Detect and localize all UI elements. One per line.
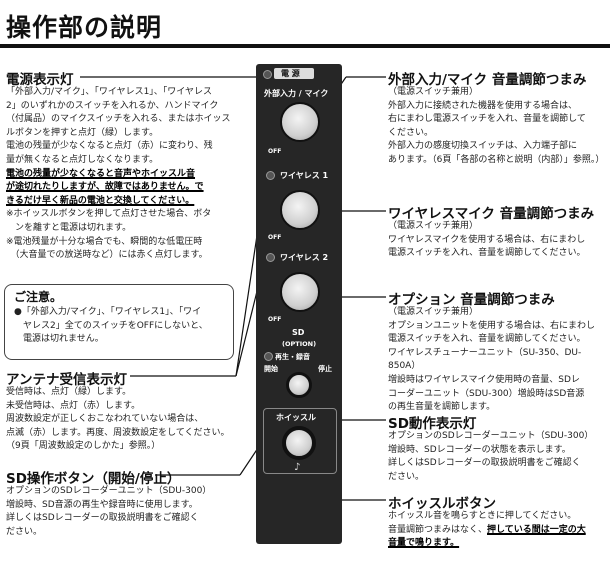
sd-lamp-line: 詳しくはSDレコーダーの取扱説明書をご確認く bbox=[388, 458, 581, 469]
sd-label: SD bbox=[292, 328, 305, 337]
wireless-knob-heading: ワイヤレスマイク 音量調節つまみ bbox=[388, 206, 595, 222]
option-knob-line: 電源スイッチを入れ、音量を調節してください。 bbox=[388, 334, 586, 345]
wireless2-antenna-lamp bbox=[266, 253, 275, 262]
whistle-icon: ♪ bbox=[294, 462, 301, 473]
power-lamp-heading: 電源表示灯 bbox=[6, 72, 74, 88]
whistle-text: 音量調節つまみはなく、 bbox=[388, 524, 488, 535]
option-knob-line: オプションユニットを使用する場合は、右にまわし bbox=[388, 320, 596, 331]
option-volume-knob[interactable] bbox=[280, 272, 320, 312]
sd-lamp-line: ださい。 bbox=[388, 471, 425, 482]
caution-title: ご注意。 bbox=[14, 290, 63, 304]
start-label: 開始 bbox=[264, 365, 278, 373]
power-lamp-note: ※電池残量が十分な場合でも、瞬間的な低電圧時 bbox=[6, 236, 203, 247]
power-label-text: 電 源 bbox=[281, 69, 300, 78]
sd-button-line: ださい。 bbox=[6, 526, 43, 537]
external-knob-heading: 外部入力/マイク 音量調節つまみ bbox=[388, 72, 587, 88]
whistle-button-heading: ホイッスルボタン bbox=[388, 496, 496, 512]
wireless-knob-line: （電源スイッチ兼用） bbox=[388, 221, 479, 231]
wireless1-label: ワイヤレス 1 bbox=[280, 171, 329, 180]
sd-lamp-line: オプションのSDレコーダーユニット（SDU-300） bbox=[388, 431, 594, 441]
whistle-emphasis: 音量で鳴ります。 bbox=[388, 538, 460, 549]
power-lamp-note: ンを離すと電源は切れます。 bbox=[6, 222, 132, 233]
external-knob-line: 外部入力に接続された機器を使用する場合は、 bbox=[388, 100, 578, 111]
sd-lamp-line: 増設時、SDレコーダーの状態を表示します。 bbox=[388, 444, 571, 455]
caution-line: ヤレス2」全てのスイッチをOFFにしないと、 bbox=[14, 320, 208, 331]
power-lamp-description: 「外部入力/マイク」、「ワイヤレス1」、「ワイヤレス 2」のいずれかのスイッチを… bbox=[6, 86, 254, 263]
wireless-volume-knob[interactable] bbox=[280, 190, 320, 230]
whistle-line: ホイッスル音を鳴らすときに押してください。 bbox=[388, 511, 577, 521]
wireless-knob-description: （電源スイッチ兼用） ワイヤレスマイクを使用する場合は、右にまわし 電源スイッチ… bbox=[388, 220, 608, 261]
power-lamp-note: （大音量での放送時など）には赤く点灯します。 bbox=[6, 250, 208, 261]
caution-line: ●「外部入力/マイク」、「ワイヤレス1」、「ワイ bbox=[14, 307, 202, 317]
off-label-3: OFF bbox=[268, 316, 282, 323]
antenna-line: 未受信時は、点灯（赤）します。 bbox=[6, 400, 141, 411]
stop-label: 停止 bbox=[318, 365, 332, 373]
whistle-emphasis: 押している間は一定の大 bbox=[487, 524, 586, 535]
sd-button-line: 詳しくはSDレコーダーの取扱説明書をご確認く bbox=[6, 513, 199, 524]
power-lamp-line: 2」のいずれかのスイッチを入れるか、ハンドマイク bbox=[6, 100, 219, 111]
antenna-line: 周波数設定が正しくおこなわれていない場合は、 bbox=[6, 414, 204, 425]
external-knob-description: （電源スイッチ兼用） 外部入力に接続された機器を使用する場合は、 右にまわし電源… bbox=[388, 86, 608, 168]
antenna-line: 点滅（赤）します。再度、周波数設定をしてください。 bbox=[6, 427, 230, 438]
power-lamp-warning: きるだけ早く新品の電池と交換してください。 bbox=[6, 195, 195, 206]
antenna-line: （9頁「周波数設定のしかた」参照。） bbox=[6, 441, 161, 452]
play-rec-label: 再生・録音 bbox=[275, 353, 310, 361]
option-knob-line: の再生音量を調節します。 bbox=[388, 402, 496, 413]
wireless-knob-line: 電源スイッチを入れ、音量を調節してください。 bbox=[388, 248, 586, 259]
antenna-line: 受信時は、点灯（緑）します。 bbox=[6, 387, 132, 397]
power-lamp-note: ※ホイッスルボタンを押して点灯させた場合、ボタ bbox=[6, 209, 212, 220]
sd-lamp-heading: SD動作表示灯 bbox=[388, 416, 477, 432]
power-lamp-warning: 電池の残量が少なくなると音声やホイッスル音 bbox=[6, 168, 196, 179]
sd-start-stop-button[interactable] bbox=[286, 372, 312, 398]
power-lamp-line: 電池の残量が少なくなると点灯（赤）に変わり、残 bbox=[6, 141, 213, 152]
external-knob-line: ください。 bbox=[388, 127, 434, 138]
off-label-1: OFF bbox=[268, 148, 282, 155]
power-label bbox=[274, 68, 314, 79]
external-knob-line: （電源スイッチ兼用） bbox=[388, 87, 479, 97]
external-knob-line: 外部入力の感度切換スイッチは、入力端子部に bbox=[388, 141, 578, 152]
option-knob-heading: オプション 音量調節つまみ bbox=[388, 292, 555, 308]
whistle-frame bbox=[263, 408, 337, 474]
title-rule bbox=[0, 44, 610, 48]
external-input-label: 外部入力 / マイク bbox=[264, 89, 329, 98]
sd-button-line: 増設時、SD音源の再生や録音時に使用します。 bbox=[6, 499, 198, 510]
page-title: 操作部の説明 bbox=[6, 13, 163, 42]
option-knob-line: （電源スイッチ兼用） bbox=[388, 307, 479, 317]
caution-line: 電源は切れません。 bbox=[14, 334, 104, 345]
sd-lamp-description: オプションのSDレコーダーユニット（SDU-300） 増設時、SDレコーダーの状… bbox=[388, 430, 608, 484]
external-knob-line: あります。（6頁「各部の名称と説明（内部）」参照。） bbox=[388, 154, 605, 165]
caution-text: ●「外部入力/マイク」、「ワイヤレス1」、「ワイ ヤレス2」全てのスイッチをOF… bbox=[14, 306, 228, 347]
off-label-2: OFF bbox=[268, 234, 282, 241]
option-knob-line: コーダーユニット（SDU-300）増設時はSD音源 bbox=[388, 388, 585, 399]
sd-button-heading: SD操作ボタン（開始/停止） bbox=[6, 471, 181, 487]
external-input-volume-knob[interactable] bbox=[280, 102, 320, 142]
wireless1-antenna-lamp bbox=[266, 171, 275, 180]
power-lamp-line: ルボタンを押すと点灯（緑）します。 bbox=[6, 127, 159, 138]
option-knob-line: ワイヤレスチューナーユニット（SU-350、DU-850A） bbox=[388, 347, 582, 372]
sd-button-line: オプションのSDレコーダーユニット（SDU-300） bbox=[6, 486, 212, 496]
sd-status-lamp bbox=[264, 352, 273, 361]
antenna-lamp-heading: アンテナ受信表示灯 bbox=[6, 372, 127, 388]
external-knob-line: 右にまわし電源スイッチを入れ、音量を調節して bbox=[388, 114, 586, 125]
power-lamp-line: 量が無くなると点灯しなくなります。 bbox=[6, 154, 159, 165]
option-knob-description: （電源スイッチ兼用） オプションユニットを使用する場合は、右にまわし 電源スイッ… bbox=[388, 306, 608, 415]
wireless2-label: ワイヤレス 2 bbox=[280, 253, 329, 262]
power-lamp-line: 「外部入力/マイク」、「ワイヤレス1」、「ワイヤレス bbox=[6, 87, 213, 97]
power-lamp bbox=[263, 70, 272, 79]
whistle-button[interactable] bbox=[282, 426, 316, 460]
sd-option-label: (OPTION) bbox=[282, 340, 317, 348]
wireless-knob-line: ワイヤレスマイクを使用する場合は、右にまわし bbox=[388, 234, 586, 245]
sd-button-description: オプションのSDレコーダーユニット（SDU-300） 増設時、SD音源の再生や録… bbox=[6, 485, 246, 539]
control-panel: 電 源 外部入力 / マイク OFF ワイヤレス 1 ワイヤレス 2 OFF O… bbox=[256, 64, 342, 544]
caution-box bbox=[4, 284, 234, 360]
whistle-button-description: ホイッスル音を鳴らすときに押してください。 音量調節つまみはなく、押している間は… bbox=[388, 510, 608, 551]
whistle-line: 音量調節つまみはなく、押している間は一定の大 bbox=[388, 524, 608, 538]
antenna-lamp-description: 受信時は、点灯（緑）します。 未受信時は、点灯（赤）します。 周波数設定が正しく… bbox=[6, 386, 246, 454]
whistle-label: ホイッスル bbox=[276, 413, 316, 422]
power-lamp-line: （付属品）のマイクスイッチを入れる、またはホイッス bbox=[6, 114, 231, 125]
option-knob-line: 増設時はワイヤレスマイク使用時の音量、SDレ bbox=[388, 374, 580, 385]
power-lamp-warning: が途切れたりしますが、故障ではありません。で bbox=[6, 182, 204, 193]
